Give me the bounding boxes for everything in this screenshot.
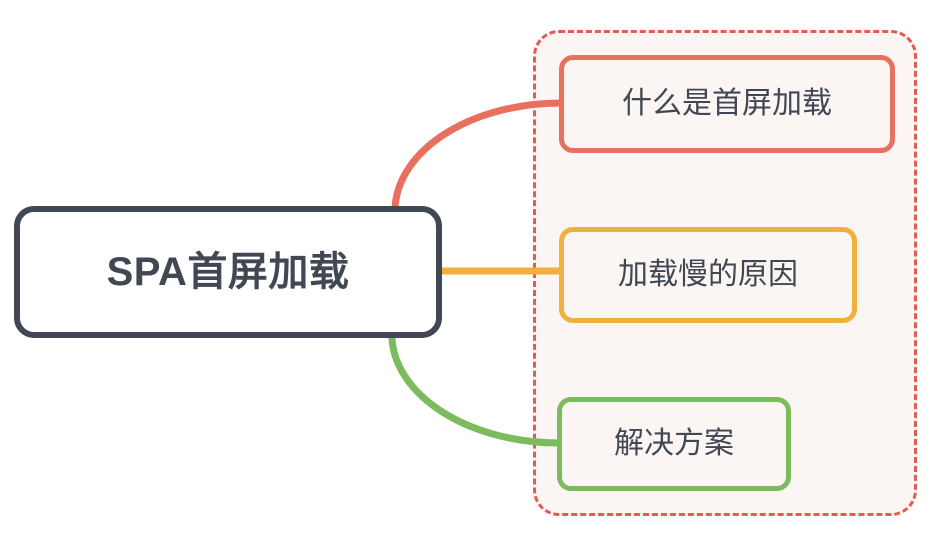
child-node-label: 加载慢的原因 <box>618 258 798 291</box>
connector-green-curve <box>388 335 564 447</box>
root-node[interactable]: SPA首屏加载 <box>14 206 442 338</box>
child-node-slow-load-reasons[interactable]: 加载慢的原因 <box>559 227 857 323</box>
child-node-label: 解决方案 <box>614 427 734 460</box>
child-node-what-is-first-screen-load[interactable]: 什么是首屏加载 <box>559 55 895 153</box>
child-node-label: 什么是首屏加载 <box>622 87 832 120</box>
root-node-label: SPA首屏加载 <box>106 250 350 294</box>
connector-red-curve <box>391 99 566 212</box>
child-node-solutions[interactable]: 解决方案 <box>557 397 791 491</box>
